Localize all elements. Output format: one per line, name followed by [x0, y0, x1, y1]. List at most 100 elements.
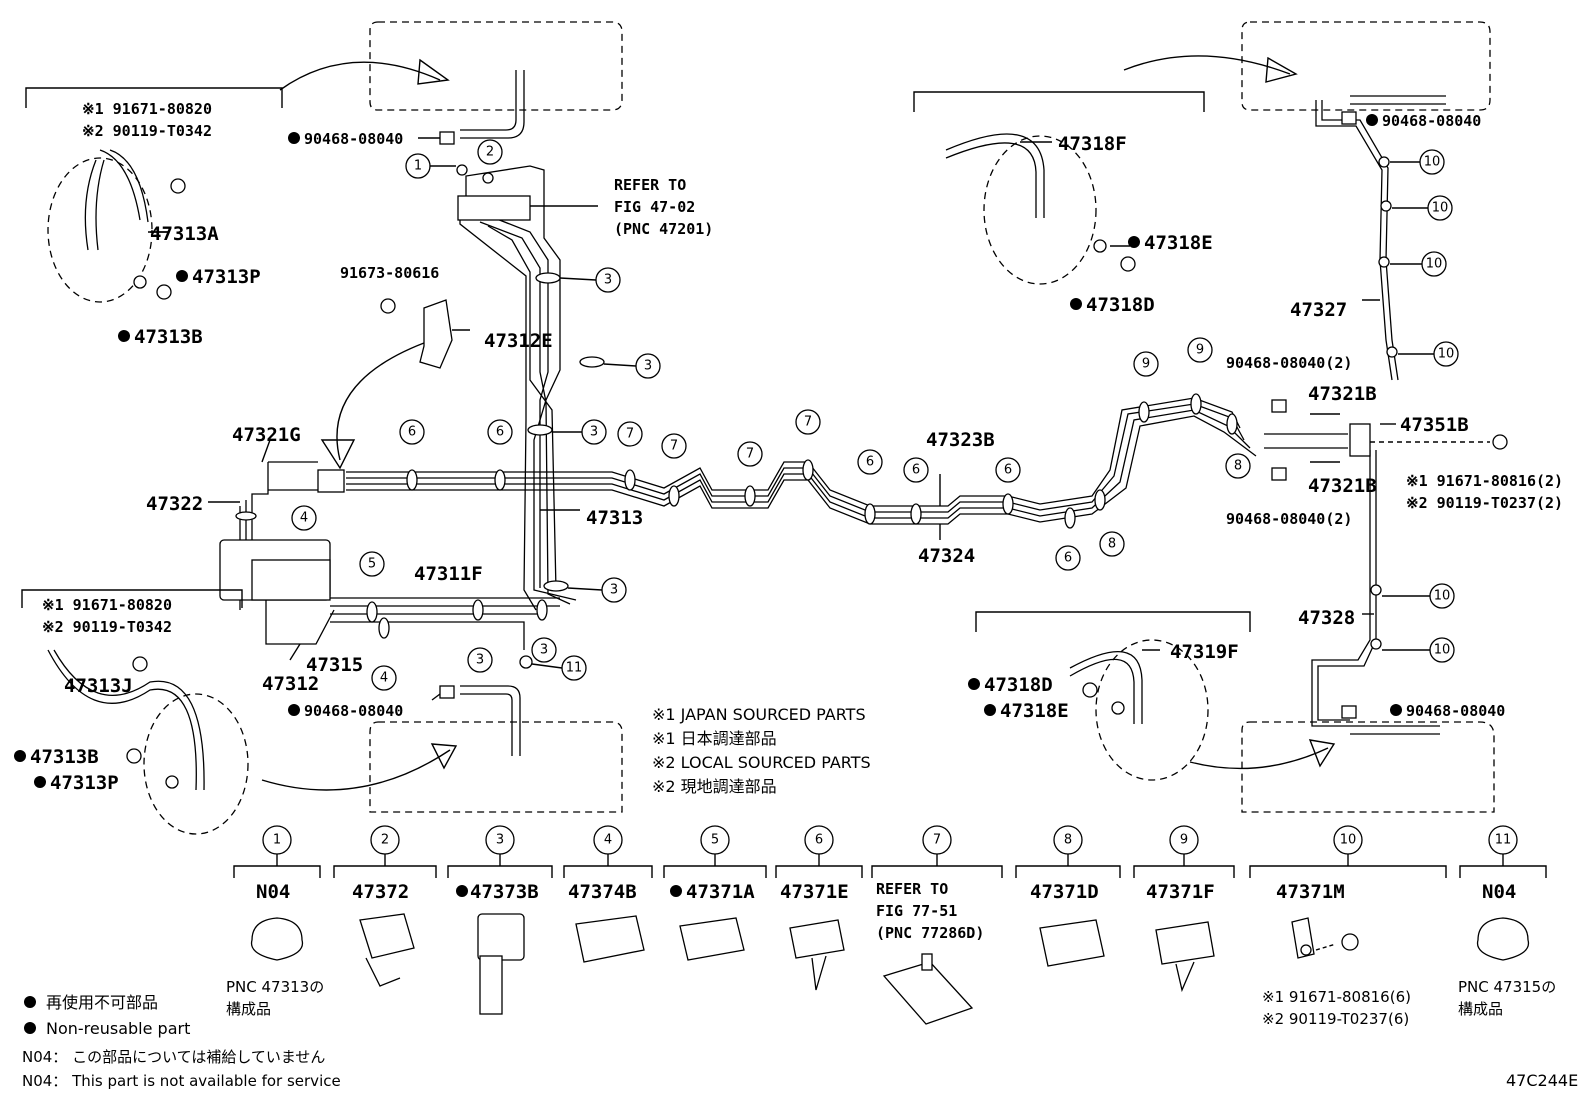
svg-text:47371F: 47371F [1146, 881, 1215, 903]
svg-text:9: 9 [1142, 357, 1150, 372]
clip-icon-90468 [439, 131, 455, 145]
arrow-icon [1123, 55, 1298, 83]
label-47318f: 47318F [1058, 133, 1127, 155]
label-47321b: 47321B [1308, 383, 1377, 405]
label-47322: 47322 [146, 493, 203, 515]
svg-text:6: 6 [1004, 463, 1012, 478]
clip-3-icon [477, 913, 525, 961]
nonreusable-dot-icon [968, 678, 980, 690]
svg-text:※1 91671-80816(6): ※1 91671-80816(6) [1262, 988, 1411, 1006]
bolt-icon [1492, 434, 1508, 450]
svg-text:8: 8 [1234, 459, 1242, 474]
part-item-5: 5 47371A [670, 825, 755, 961]
svg-text:9: 9 [1196, 343, 1204, 358]
svg-text:9: 9 [1180, 833, 1188, 848]
ref-note: ※1 91671-80820 [42, 596, 172, 614]
svg-text:6: 6 [912, 463, 920, 478]
legend-note: ※2 LOCAL SOURCED PARTS [652, 753, 871, 772]
svg-text:47371A: 47371A [686, 881, 755, 903]
grommet-icon [1476, 917, 1530, 961]
parts-brackets [233, 865, 1547, 878]
part-item-2: 2 47372 [352, 825, 415, 987]
svg-text:5: 5 [368, 557, 376, 572]
svg-text:3: 3 [604, 273, 612, 288]
legend-note: ※1 日本調達部品 [652, 729, 777, 748]
bracket-line [25, 87, 283, 108]
svg-text:3: 3 [540, 643, 548, 658]
bubble-leaders [531, 161, 1434, 669]
bracket-line [975, 611, 1251, 632]
legend-nonreusable-ja: 再使用不可部品 [46, 993, 158, 1012]
part-item-6: 6 47371E [780, 825, 849, 991]
svg-text:構成品: 構成品 [226, 1000, 271, 1018]
nonreusable-dot-icon [288, 132, 300, 144]
label-47318d: 47318D [1086, 294, 1155, 316]
detail-box-top-right [1241, 21, 1491, 111]
grommet-icon [250, 917, 304, 961]
nonreusable-dot-icon [288, 704, 300, 716]
parts-index-row: 1 N04 PNC 47313の 構成品 2 47372 3 47373B 4 … [226, 825, 1556, 1028]
refer-note: FIG 47-02 [614, 198, 695, 216]
svg-text:7: 7 [670, 439, 678, 454]
bracket-line [913, 91, 1205, 112]
nonreusable-dot-icon [984, 704, 996, 716]
n04-note-en: N04： This part is not available for serv… [22, 1072, 341, 1090]
svg-text:47371D: 47371D [1030, 881, 1099, 903]
leader-lines [148, 137, 1396, 701]
svg-text:10: 10 [1426, 257, 1443, 272]
clip-icon-90468 [1341, 705, 1357, 719]
label-90468-08040: 90468-08040 [1406, 702, 1505, 720]
part-item-7: 7 REFER TO FIG 77-51 (PNC 77286D) [876, 825, 984, 1025]
label-47313p: 47313P [192, 266, 261, 288]
svg-text:3: 3 [644, 359, 652, 374]
svg-text:10: 10 [1432, 201, 1449, 216]
bolt-icon [1341, 933, 1359, 951]
part-item-3: 3 47373B [456, 825, 539, 1015]
svg-text:8: 8 [1108, 537, 1116, 552]
svg-text:8: 8 [1064, 833, 1072, 848]
svg-text:(PNC 77286D): (PNC 77286D) [876, 924, 984, 942]
clip-icon [235, 156, 1398, 669]
bolt-icon [126, 748, 142, 764]
svg-text:47373B: 47373B [470, 881, 539, 903]
callout-bubbles: 1 2 3 3 3 3 3 3 4 4 5 6 6 6 6 6 6 7 7 7 … [291, 139, 1459, 691]
nonreusable-dot-icon [14, 750, 26, 762]
label-90468-08040: 90468-08040 [1382, 112, 1481, 130]
pipe-stub [460, 70, 525, 139]
part-item-4: 4 47374B [568, 825, 645, 963]
svg-text:REFER TO: REFER TO [876, 880, 948, 898]
svg-text:6: 6 [496, 425, 504, 440]
detail-box-bottom-right [1241, 721, 1495, 813]
clip-8-icon [1039, 919, 1105, 967]
pipe-stub [1350, 95, 1446, 105]
svg-text:1: 1 [273, 833, 281, 848]
figure-id: 47C244E [1506, 1071, 1578, 1090]
label-47327: 47327 [1290, 299, 1347, 321]
nonreusable-dot-icon [1070, 298, 1082, 310]
hose-group-outline [47, 157, 153, 303]
bolt-icon [132, 656, 148, 672]
arrow-icon [1189, 739, 1336, 770]
svg-text:6: 6 [815, 833, 823, 848]
nonreusable-dot-icon [34, 776, 46, 788]
svg-text:10: 10 [1434, 643, 1451, 658]
ref-note: ※2 90119-T0342 [82, 122, 212, 140]
label-47312: 47312 [262, 673, 319, 695]
brake-pipe-network [239, 100, 1399, 727]
nonreusable-dot-icon [456, 885, 468, 897]
svg-text:10: 10 [1438, 347, 1455, 362]
clip-7-icon [882, 961, 974, 1025]
bolt-icon [1120, 256, 1136, 272]
bolt-icon [156, 284, 172, 300]
label-47313: 47313 [586, 507, 643, 529]
ref-note: ※1 91671-80816(2) [1406, 472, 1563, 490]
label-47319f: 47319F [1170, 641, 1239, 663]
hose-group-outline [983, 135, 1097, 285]
n04-note-ja: N04： この部品については補給していません [22, 1048, 325, 1066]
label-90468-08040: 90468-08040 [304, 130, 403, 148]
label-47323b: 47323B [926, 429, 995, 451]
clip-icon-90468 [1341, 111, 1357, 125]
part-item-1: 1 N04 PNC 47313の 構成品 [226, 825, 324, 1018]
label-47318e: 47318E [1144, 232, 1213, 254]
label-47318e: 47318E [1000, 700, 1069, 722]
